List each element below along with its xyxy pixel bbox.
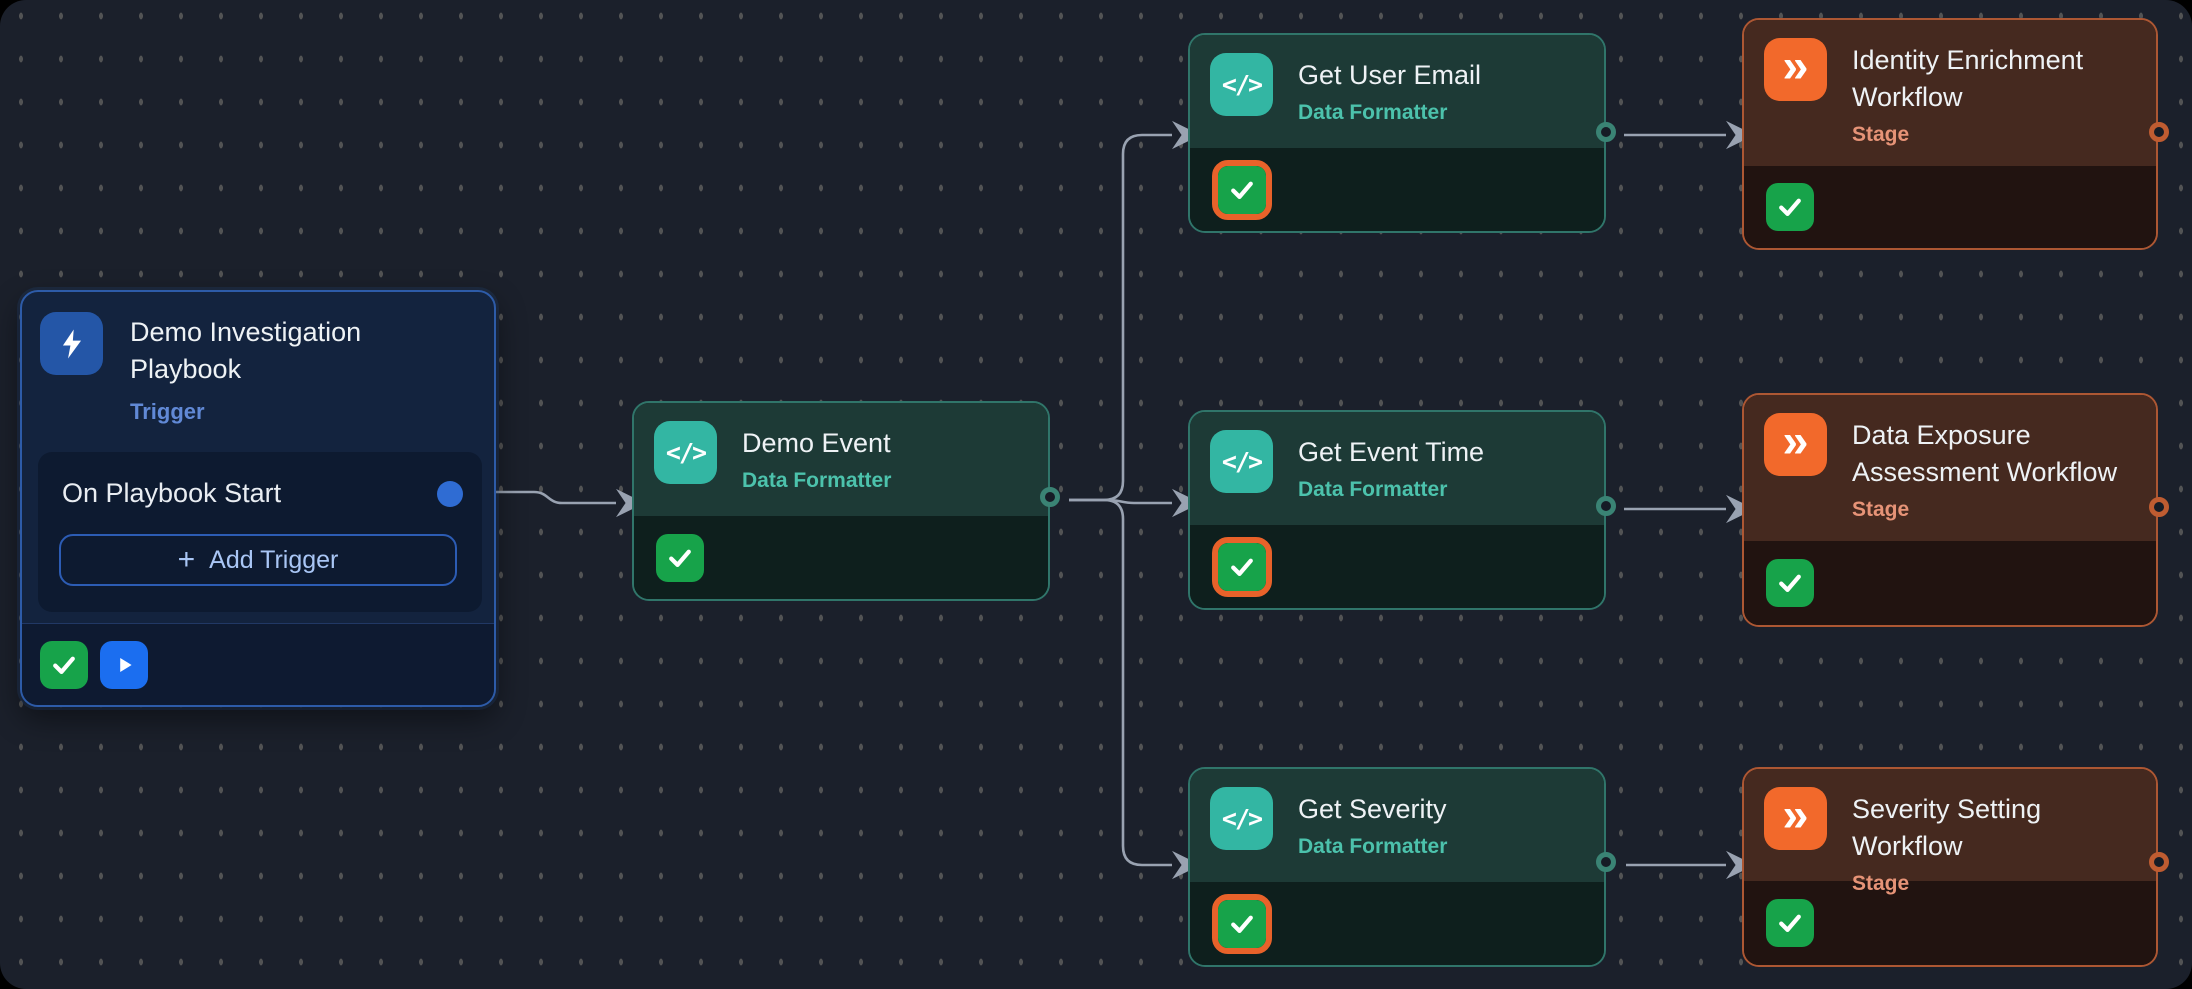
trigger-row-label: On Playbook Start [62, 478, 282, 508]
node-severity-setting-workflow[interactable]: » Severity Setting Workflow Stage [1742, 767, 2169, 967]
node-footer [1190, 882, 1604, 965]
play-icon[interactable] [100, 640, 148, 689]
node-title: Data Exposure Assessment Workflow [1852, 420, 2118, 487]
node-title: Get Event Time [1298, 437, 1485, 467]
node-identity-enrichment-workflow[interactable]: » Identity Enrichment Workflow Stage [1742, 18, 2169, 250]
success-check-icon [40, 640, 88, 689]
node-type-label: Stage [1852, 498, 1910, 521]
node-title: Get Severity [1298, 794, 1447, 824]
success-check-icon [1766, 183, 1814, 231]
success-check-icon [656, 533, 704, 582]
node-type-label: Data Formatter [742, 469, 892, 492]
output-port[interactable] [1596, 852, 1616, 872]
node-type-label: Data Formatter [1298, 101, 1448, 124]
fast-forward-icon: » [1764, 413, 1827, 476]
lightning-bolt-icon [40, 312, 103, 375]
fast-forward-icon: » [1764, 787, 1827, 850]
node-footer [634, 516, 1048, 599]
connector-trigger-to-demo-event [448, 488, 645, 518]
success-check-icon [1218, 165, 1266, 214]
success-check-icon [1218, 542, 1266, 591]
success-check-icon [1766, 899, 1814, 947]
node-title: Severity Setting Workflow [1852, 794, 2042, 861]
trigger-output-port[interactable] [437, 481, 463, 507]
node-data-exposure-assessment-workflow[interactable]: » Data Exposure Assessment Workflow Stag… [1742, 393, 2169, 627]
node-type-label: Data Formatter [1298, 835, 1448, 858]
trigger-footer [22, 623, 494, 705]
node-footer [1190, 525, 1604, 608]
code-icon: </> [1210, 787, 1273, 850]
code-icon: </> [1210, 430, 1273, 493]
node-title: Get User Email [1298, 60, 1482, 90]
code-icon: </> [1210, 53, 1273, 116]
node-get-severity[interactable]: </> Get Severity Data Formatter [1188, 767, 1616, 967]
success-check-icon [1766, 559, 1814, 607]
output-port[interactable] [1596, 122, 1616, 142]
code-icon: </> [654, 421, 717, 484]
node-footer [1744, 881, 2156, 965]
output-port[interactable] [1040, 487, 1060, 507]
node-trigger[interactable]: Demo Investigation Playbook Trigger On P… [20, 290, 496, 707]
trigger-list-panel: On Playbook Start + Add Trigger [38, 452, 482, 612]
node-title: Demo Event [742, 428, 891, 458]
node-footer [1744, 541, 2156, 625]
selected-status-ring [1212, 893, 1272, 954]
node-get-user-email[interactable]: </> Get User Email Data Formatter [1188, 33, 1616, 233]
plus-icon: + [177, 543, 196, 576]
node-title: Demo Investigation Playbook [130, 317, 362, 384]
selected-status-ring [1212, 536, 1272, 597]
node-type-label: Stage [1852, 872, 1910, 895]
output-port[interactable] [2149, 122, 2169, 142]
node-footer [1190, 148, 1604, 231]
output-port[interactable] [2149, 852, 2169, 872]
add-trigger-button[interactable]: + Add Trigger [59, 534, 457, 586]
selected-status-ring [1212, 159, 1272, 220]
node-title: Identity Enrichment Workflow [1852, 45, 2084, 112]
connector-demo-event-to-get-severity [1069, 498, 1201, 880]
success-check-icon [1218, 899, 1266, 948]
connector-demo-event-to-get-user-email [1069, 120, 1201, 502]
node-get-event-time[interactable]: </> Get Event Time Data Formatter [1188, 410, 1616, 610]
node-demo-event[interactable]: </> Demo Event Data Formatter [632, 401, 1060, 601]
node-type-label: Data Formatter [1298, 478, 1448, 501]
node-footer [1744, 166, 2156, 248]
node-type-label: Trigger [130, 399, 205, 424]
add-trigger-label: Add Trigger [209, 545, 339, 574]
fast-forward-icon: » [1764, 38, 1827, 101]
output-port[interactable] [1596, 496, 1616, 516]
output-port[interactable] [2149, 497, 2169, 517]
node-type-label: Stage [1852, 123, 1910, 146]
